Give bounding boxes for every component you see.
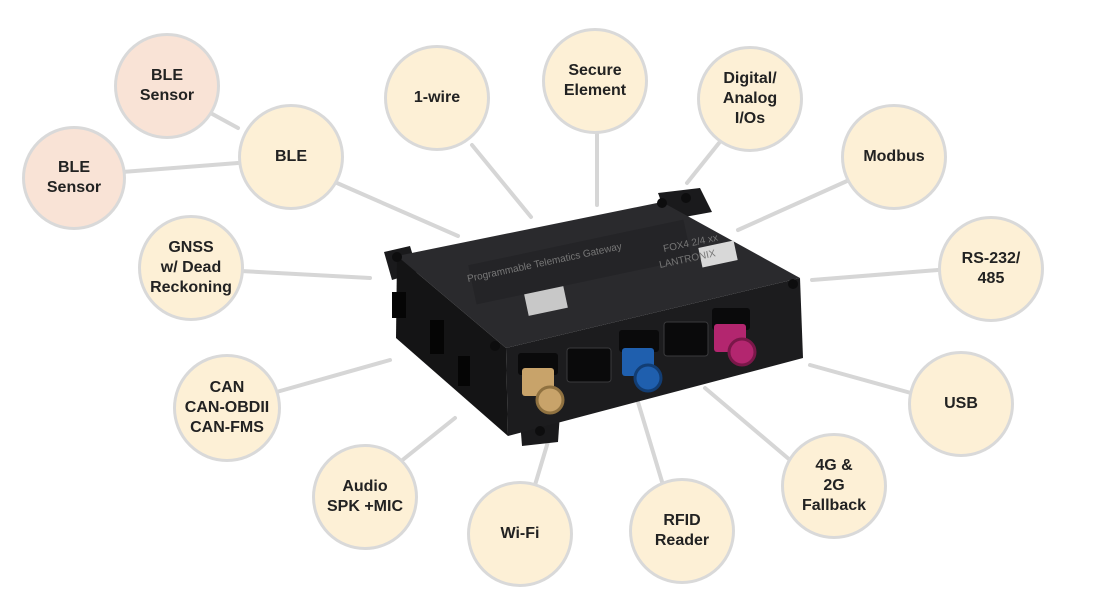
bubble-label: Audio SPK +MIC	[326, 478, 403, 515]
bubble-label: 4G & 2G Fallback	[801, 457, 867, 514]
bubble-audio: Audio SPK +MIC	[312, 444, 418, 550]
connector-audio	[398, 416, 457, 464]
bubble-rs232: RS-232/ 485	[938, 216, 1044, 322]
device-side-port-3	[458, 356, 470, 386]
bubble-label: BLE Sensor	[139, 67, 195, 104]
connector-digital-analog	[685, 141, 721, 185]
connector-one-wire	[470, 143, 533, 219]
device-qr-code	[698, 240, 738, 268]
connector-rs232	[810, 268, 940, 282]
connector-usb	[808, 363, 913, 395]
bubble-label: Wi-Fi	[500, 525, 540, 542]
device-screw-2	[657, 198, 667, 208]
device-label-plate	[468, 219, 692, 305]
device-screw-1	[392, 252, 402, 262]
bubble-cellular: 4G & 2G Fallback	[781, 433, 887, 539]
bubble-label: CAN CAN-OBDII CAN-FMS	[184, 379, 270, 436]
connector-can	[271, 358, 392, 395]
connector-ble	[335, 181, 460, 238]
bubble-label: Modbus	[863, 148, 925, 165]
connector-gnss	[239, 269, 372, 280]
bubble-label: Secure Element	[563, 62, 627, 99]
bubble-ble-sensor-1: BLE Sensor	[114, 33, 220, 139]
bubble-label: Digital/ Analog I/Os	[722, 70, 778, 127]
device-screw-5	[490, 341, 500, 351]
bubble-label: GNSS w/ Dead Reckoning	[150, 239, 232, 296]
bubble-one-wire: 1-wire	[384, 45, 490, 151]
bubble-label: 1-wire	[413, 89, 461, 106]
connector-ble-sensor-2	[120, 161, 240, 174]
bubble-label: BLE Sensor	[46, 159, 102, 196]
bubble-digital-analog: Digital/ Analog I/Os	[697, 46, 803, 152]
device-screw-6	[535, 426, 545, 436]
device-side-port-1	[392, 292, 406, 318]
device-screw-4	[788, 279, 798, 289]
bubble-label: RS-232/ 485	[961, 250, 1021, 287]
device-molex-connector-2	[663, 321, 709, 357]
device-qr-code-small	[524, 286, 568, 316]
device-screw-3	[681, 193, 691, 203]
connector-cellular	[703, 386, 792, 462]
bubble-gnss: GNSS w/ Dead Reckoning	[138, 215, 244, 321]
bubble-label: USB	[944, 395, 978, 412]
fakra-connector-tan-jack	[535, 385, 565, 415]
device-front-port-2	[619, 330, 659, 352]
device-molex-connector-1	[566, 347, 612, 383]
bubble-ble: BLE	[238, 104, 344, 210]
bubble-usb: USB	[908, 351, 1014, 457]
connector-modbus	[736, 179, 849, 232]
device-side-port-2	[430, 320, 444, 354]
bubble-secure-element: Secure Element	[542, 28, 648, 134]
connector-rfid	[636, 400, 665, 487]
fakra-connector-blue-jack	[633, 363, 663, 393]
bubble-can: CAN CAN-OBDII CAN-FMS	[173, 354, 281, 462]
fakra-connector-magenta-jack	[727, 337, 757, 367]
bubble-label: BLE	[275, 148, 307, 165]
bubble-modbus: Modbus	[841, 104, 947, 210]
device-side-face	[396, 256, 508, 436]
bubble-rfid: RFID Reader	[629, 478, 735, 584]
bubble-wifi: Wi-Fi	[467, 481, 573, 587]
bubble-label: RFID Reader	[654, 512, 710, 549]
bubble-ble-sensor-2: BLE Sensor	[22, 126, 126, 230]
